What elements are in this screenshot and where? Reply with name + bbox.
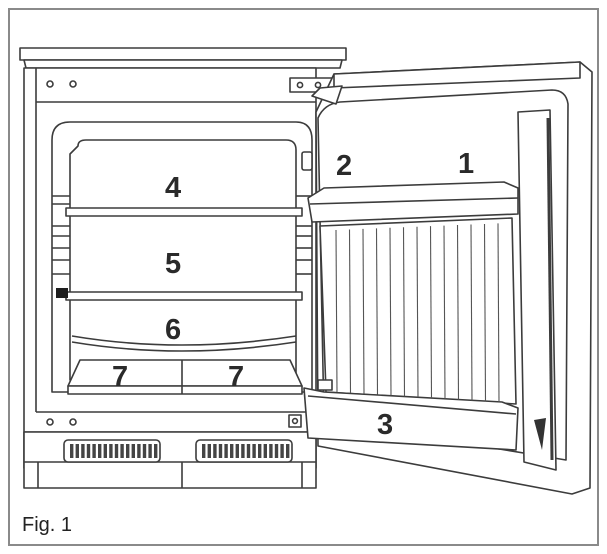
callout-crisper-left: 7 bbox=[112, 361, 128, 393]
shelf-lower bbox=[66, 292, 302, 300]
vent-slot bbox=[109, 444, 112, 458]
vent-slot bbox=[98, 444, 101, 458]
fridge-cabinet bbox=[20, 48, 346, 488]
vent-slot bbox=[87, 444, 90, 458]
callout-door-hinge: 2 bbox=[336, 150, 352, 182]
vent-slot bbox=[154, 444, 157, 458]
vent-slot bbox=[70, 444, 73, 458]
vent-slot bbox=[104, 444, 107, 458]
vent-slot bbox=[148, 444, 151, 458]
shelf-upper bbox=[66, 208, 302, 216]
callout-lower-compartment: 6 bbox=[165, 314, 181, 346]
vent-slot bbox=[120, 444, 123, 458]
vent-slot bbox=[143, 444, 146, 458]
callout-crisper-right: 7 bbox=[228, 361, 244, 393]
door-bin-upper bbox=[308, 182, 518, 222]
vent-slot bbox=[236, 444, 239, 458]
vent-slot bbox=[264, 444, 267, 458]
vent-slot bbox=[280, 444, 283, 458]
vent-slot bbox=[241, 444, 244, 458]
vent-slot bbox=[247, 444, 250, 458]
vent-slot bbox=[76, 444, 79, 458]
vent-slot bbox=[213, 444, 216, 458]
vent-slot bbox=[258, 444, 261, 458]
callout-door-bottom-shelf: 3 bbox=[377, 409, 393, 441]
callout-door-panel: 1 bbox=[458, 148, 474, 180]
vent-slot bbox=[286, 444, 289, 458]
vent-slot bbox=[252, 444, 255, 458]
vent-slot bbox=[208, 444, 211, 458]
vent-slot bbox=[224, 444, 227, 458]
vent-slot bbox=[92, 444, 95, 458]
vent-slot bbox=[219, 444, 222, 458]
vent-slot bbox=[115, 444, 118, 458]
vent-slot bbox=[275, 444, 278, 458]
vent-slot bbox=[230, 444, 233, 458]
vent-slot bbox=[202, 444, 205, 458]
vent-slot bbox=[137, 444, 140, 458]
vent-slot bbox=[269, 444, 272, 458]
callout-middle-compartment: 5 bbox=[165, 248, 181, 280]
vent-slot bbox=[132, 444, 135, 458]
figure-caption: Fig. 1 bbox=[22, 514, 72, 536]
vent-slot bbox=[126, 444, 129, 458]
callout-upper-compartment: 4 bbox=[165, 172, 181, 204]
vent-slot bbox=[81, 444, 84, 458]
fridge-door bbox=[304, 62, 592, 494]
